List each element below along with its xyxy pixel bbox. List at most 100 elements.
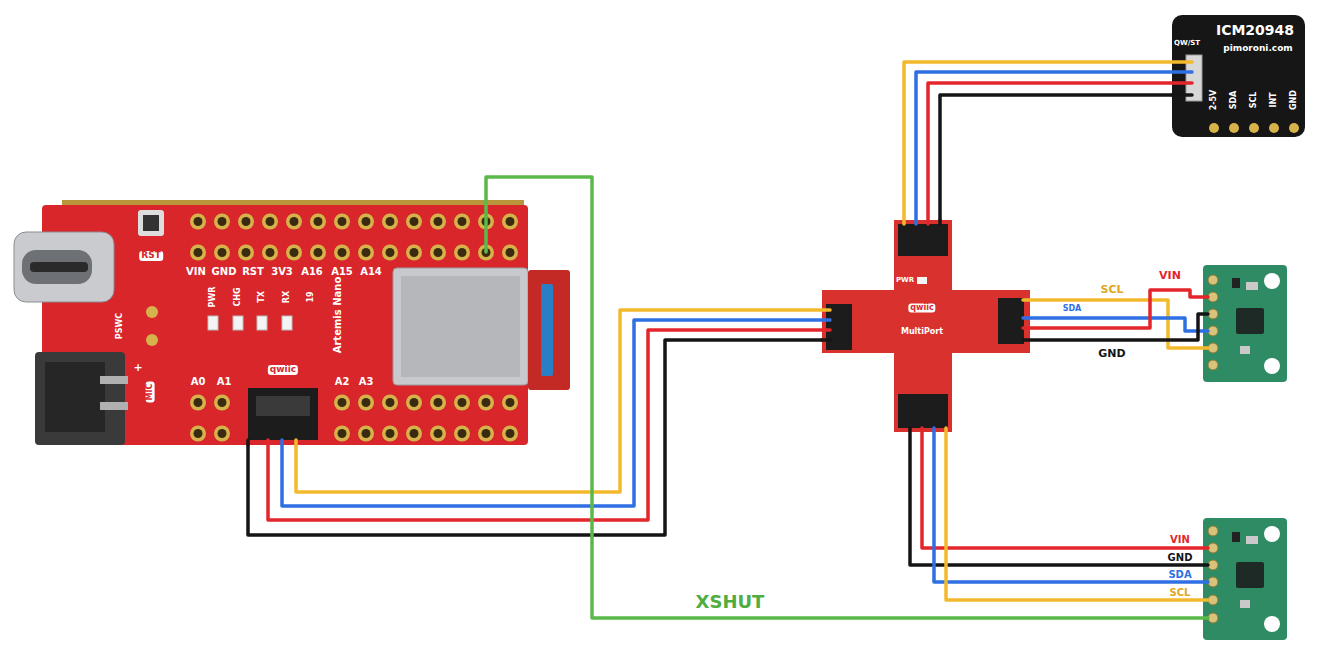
wire-label: SDA [1166,569,1193,580]
qwiic-connector [898,224,948,256]
pad [146,334,158,346]
component [1246,282,1258,290]
usb-c-port [22,250,92,284]
pin-label: PWR [896,277,914,285]
led [282,316,292,330]
pin-label: A2 [335,376,350,387]
cross-outline [822,220,1030,432]
pin-label: INT [1270,92,1279,107]
pin-label: A15 [331,266,353,277]
pad [146,306,158,318]
wire-vin [922,428,1208,548]
mount-hole [1264,526,1280,542]
pin-label: TX [258,291,267,303]
wire-label: VIN [1168,534,1192,545]
pin-label: MIC [146,382,155,403]
pin-label: GND [212,266,237,277]
wire-gnd [938,220,942,224]
chip [1236,308,1264,334]
pin-label: A16 [301,266,323,277]
pin-label: A0 [191,376,206,387]
wire-scl [904,62,1192,224]
pin-label: 3V3 [271,266,293,277]
pin-label: RST [242,266,264,277]
wire-label: SDA [1061,305,1084,314]
pin-label: QW/ST [1174,40,1200,48]
board-subtitle: pimoroni.com [1223,44,1293,54]
wire-gnd [822,338,830,342]
wire-gnd [1023,314,1208,340]
chip [1236,562,1264,588]
pin-label: RST [139,251,163,261]
component [1246,536,1258,544]
reset-button [138,210,164,236]
wire-label: VIN [1157,270,1183,282]
pin-label: SDA [1230,91,1239,110]
pin-label: RX [283,291,292,303]
pin-label: GND [1290,90,1299,110]
pin [1208,275,1218,285]
component [1240,346,1250,354]
battery-pin [100,402,128,410]
wire-xshut [486,177,1208,618]
antenna-area [528,270,570,390]
pin-label: A3 [359,376,374,387]
board-title: ICM20948 [1216,23,1294,38]
wire-gnd [910,428,1208,565]
pin-label: 19 [307,291,316,302]
pin [1249,123,1259,133]
header-pins [186,387,234,449]
battery-pin [100,376,128,384]
mount-hole [1264,273,1280,289]
header-pins [186,206,522,268]
pin-label: + [133,362,142,374]
radio-module [401,276,520,377]
led [917,277,927,284]
radio-module [393,268,528,385]
pin-label: PSWC [116,313,125,339]
pin [1229,123,1239,133]
wire-label: SCL [1168,587,1193,598]
board-title: Artemis Nano [332,277,343,354]
usb-c-port [30,262,88,272]
pin [1289,123,1299,133]
multiport-connectors [826,224,1024,428]
led [208,316,218,330]
wire-vin [268,330,830,520]
battery-connector [45,362,105,432]
sensor-board [1203,265,1287,382]
battery-connector [35,352,125,445]
pin-label: A1 [217,376,232,387]
component [1240,600,1250,608]
qwiic-connector [998,298,1024,344]
icm-board-details [1186,55,1299,133]
qwiic-connector [256,396,310,416]
wire-sda [934,428,1208,582]
pin-label: 2-5V [1210,90,1219,111]
board-title: MultiPort [901,328,943,337]
pin [1208,360,1218,370]
wire-scl [946,428,1208,600]
led [257,316,267,330]
tof-sensor-board [1203,265,1287,382]
wire-label: GND [1166,552,1195,563]
qwiic-connector [898,394,948,428]
wire-gnd [1172,93,1192,97]
qwiic-cable [940,95,1172,220]
usb-c-port [14,232,114,302]
wires [248,62,1208,618]
board-edge [62,200,524,205]
wire-label: XSHUT [694,592,767,612]
reset-button [143,215,159,231]
sensor-board [1203,518,1287,640]
pin [1269,123,1279,133]
wire-label: GND [1096,348,1127,360]
wire-label: SCL [1098,284,1125,296]
pin-label: PWR [209,287,218,308]
component [1232,278,1240,288]
tof-sensor-board [1203,518,1287,640]
qwiic-connector [248,388,318,440]
pin [1209,123,1219,133]
